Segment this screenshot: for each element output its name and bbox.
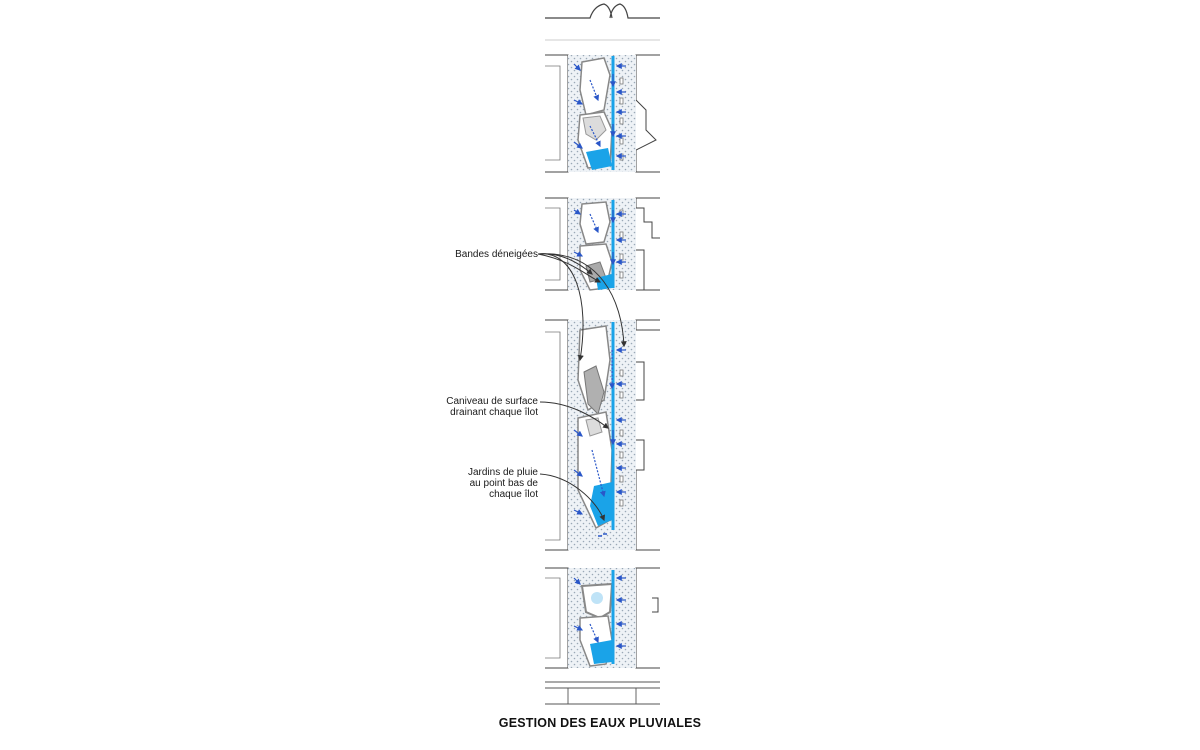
rain-garden-water xyxy=(586,148,612,170)
label-rain-gardens-line-2: au point bas de xyxy=(469,478,538,489)
label-rain-gardens-line-1: Jardins de pluie xyxy=(467,467,538,478)
rain-garden xyxy=(579,201,611,245)
label-surface-gutter-line-2: drainant chaque îlot xyxy=(450,407,538,418)
leader-lines xyxy=(537,253,627,522)
label-rain-gardens-line-3: chaque îlot xyxy=(489,489,538,500)
label-surface-gutter: Caniveau de surface drainant chaque îlot xyxy=(400,396,538,418)
diagram-caption: GESTION DES EAUX PLUVIALES xyxy=(498,716,702,730)
block-2 xyxy=(545,197,660,291)
label-surface-gutter-line-1: Caniveau de surface xyxy=(446,396,538,407)
rain-garden xyxy=(579,57,611,116)
block-1 xyxy=(545,54,660,173)
label-snow-strips: Bandes déneigées xyxy=(455,249,538,260)
label-rain-gardens: Jardins de pluie au point bas de chaque … xyxy=(400,467,538,500)
rain-garden-water xyxy=(590,640,612,664)
block-4 xyxy=(545,567,660,669)
bottom-street xyxy=(545,681,660,705)
top-entrance xyxy=(545,3,660,41)
rain-garden-water xyxy=(590,482,612,526)
